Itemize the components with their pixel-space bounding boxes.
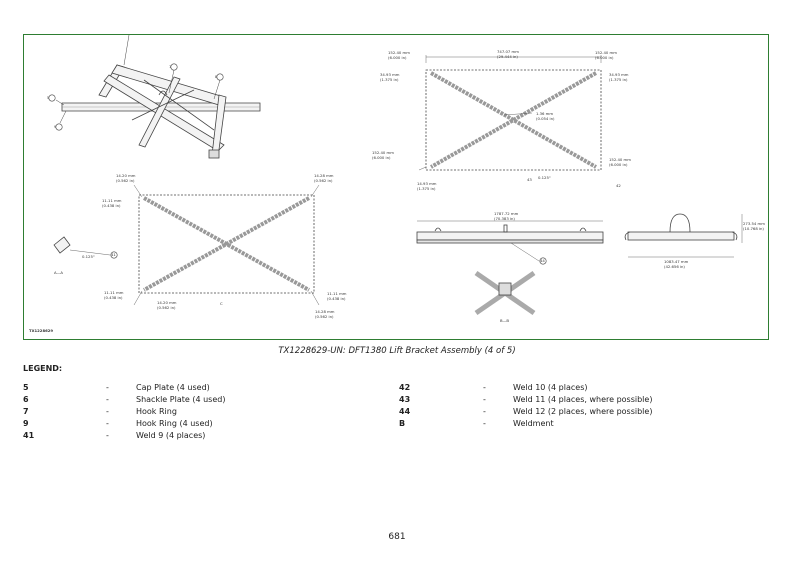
c-dim-tl-in: (0.562 in) — [116, 178, 135, 183]
view-a-label: A—A — [54, 270, 63, 275]
dim-top-mid: 747.07 mm — [497, 49, 519, 54]
iso-view — [55, 35, 261, 159]
dim-top-right: 152.40 mm — [595, 50, 617, 55]
weld-ref-top: 0.125" — [538, 175, 551, 180]
callout-42: 42 — [616, 183, 621, 188]
figure-frame: 6 7 8 5 9 152.40 mm (6.000 in) 747.07 mm… — [23, 34, 769, 340]
c-dim-left: 11.11 mm — [102, 198, 122, 203]
callout-9 — [55, 123, 63, 131]
dim-bottom-right: 152.40 mm — [609, 157, 631, 162]
c-dim-bl-in: (0.438 in) — [104, 295, 123, 300]
view-a-a — [53, 236, 118, 259]
c-dim-tr: 14.28 mm — [314, 173, 334, 178]
drawing-canvas: 6 7 8 5 9 152.40 mm (6.000 in) 747.07 mm… — [29, 35, 765, 333]
c-dim-br2-in: (0.562 in) — [315, 314, 334, 319]
callout-41: 41 — [111, 252, 116, 257]
callout-7 — [170, 63, 178, 71]
legend-title: LEGEND: — [23, 364, 63, 373]
end-dim-h: 273.54 mm — [743, 221, 765, 226]
c-dim-bl2-in: (0.562 in) — [157, 305, 176, 310]
view-b-b-label: B—B — [500, 318, 509, 323]
legend-dash: - — [106, 383, 109, 392]
c-dim-bl: 11.11 mm — [104, 290, 124, 295]
c-dim-br: 11.11 mm — [327, 291, 347, 296]
end-dim-w: 1083.47 mm — [664, 259, 689, 264]
dim-bottom-right-in: (6.000 in) — [609, 162, 628, 167]
view-b-b — [474, 270, 536, 316]
legend-num: 7 — [23, 407, 29, 416]
side-view — [416, 220, 604, 265]
top-view — [418, 55, 602, 171]
c-dim-bl2: 14.20 mm — [157, 300, 177, 305]
dim-center: 1.36 mm — [536, 111, 553, 116]
end-dim-h-in: (10.768 in) — [743, 226, 764, 231]
dim-bottom-left-b-in: (1.375 in) — [417, 186, 436, 191]
callout-5 — [48, 94, 56, 102]
c-dim-tl: 14.20 mm — [116, 173, 136, 178]
legend-desc: Shackle Plate (4 used) — [136, 395, 226, 404]
iso-callout-label-9: 9 — [54, 124, 57, 129]
legend-desc: Weld 11 (4 places, where possible) — [513, 395, 653, 404]
legend-dash: - — [483, 419, 486, 428]
side-dim-in: (70.383 in) — [494, 216, 515, 221]
legend-desc: Weldment — [513, 419, 554, 428]
legend-desc: Hook Ring — [136, 407, 177, 416]
dim-top-right-in: (6.000 in) — [595, 55, 614, 60]
legend-num: 42 — [399, 383, 411, 392]
c-dim-br-in: (0.438 in) — [327, 296, 346, 301]
legend-desc: Cap Plate (4 used) — [136, 383, 210, 392]
c-dim-tr-in: (0.562 in) — [314, 178, 333, 183]
legend-dash: - — [483, 395, 486, 404]
legend-desc: Weld 12 (2 places, where possible) — [513, 407, 653, 416]
view-a-dim: 0.125" — [82, 254, 95, 259]
legend-desc: Weld 9 (4 places) — [136, 431, 206, 440]
dim-right-small: 34.93 mm — [609, 72, 629, 77]
page-number: 681 — [388, 532, 406, 542]
iso-callout-label-7: 7 — [169, 64, 172, 69]
dim-bottom-left-in: (6.000 in) — [372, 155, 391, 160]
legend-num: 5 — [23, 383, 29, 392]
dim-left-small: 34.93 mm — [380, 72, 400, 77]
dim-left-small-in: (1.375 in) — [380, 77, 399, 82]
c-dim-left-in: (0.438 in) — [102, 203, 121, 208]
iso-callout-label-5: 5 — [47, 95, 50, 100]
dim-bottom-left-b: 14.93 mm — [417, 181, 437, 186]
iso-callout-label-8: 8 — [215, 74, 218, 79]
callout-44: 44 — [540, 258, 545, 263]
legend-dash: - — [483, 383, 486, 392]
legend-dash: - — [106, 407, 109, 416]
dim-top-left-in: (6.000 in) — [388, 55, 407, 60]
legend-dash: - — [106, 395, 109, 404]
legend-num: 41 — [23, 431, 35, 440]
side-dim: 1787.72 mm — [494, 211, 519, 216]
legend-dash: - — [106, 419, 109, 428]
figure-caption: TX1228629-UN: DFT1380 Lift Bracket Assem… — [278, 346, 516, 356]
legend-desc: Hook Ring (4 used) — [136, 419, 213, 428]
legend-dash: - — [106, 431, 109, 440]
end-dim-w-in: (42.656 in) — [664, 264, 685, 269]
callout-43: 43 — [527, 177, 532, 182]
view-c — [133, 184, 320, 306]
legend-num: 43 — [399, 395, 411, 404]
legend-num: 44 — [399, 407, 411, 416]
dim-bottom-left: 152.40 mm — [372, 150, 394, 155]
legend-num: 6 — [23, 395, 29, 404]
c-dim-br2: 14.28 mm — [315, 309, 335, 314]
dim-right-small-in: (1.375 in) — [609, 77, 628, 82]
dim-center-in: (0.054 in) — [536, 116, 555, 121]
legend-desc: Weld 10 (4 places) — [513, 383, 588, 392]
dim-top-left: 152.40 mm — [388, 50, 410, 55]
legend-num: B — [399, 419, 406, 428]
dim-top-mid-in: (29.444 in) — [497, 54, 518, 59]
view-c-label: C — [220, 301, 223, 306]
legend-dash: - — [483, 407, 486, 416]
legend-num: 9 — [23, 419, 29, 428]
figure-id-label: TX1228629 — [29, 328, 53, 333]
end-view — [624, 213, 743, 258]
callout-8 — [216, 73, 224, 81]
